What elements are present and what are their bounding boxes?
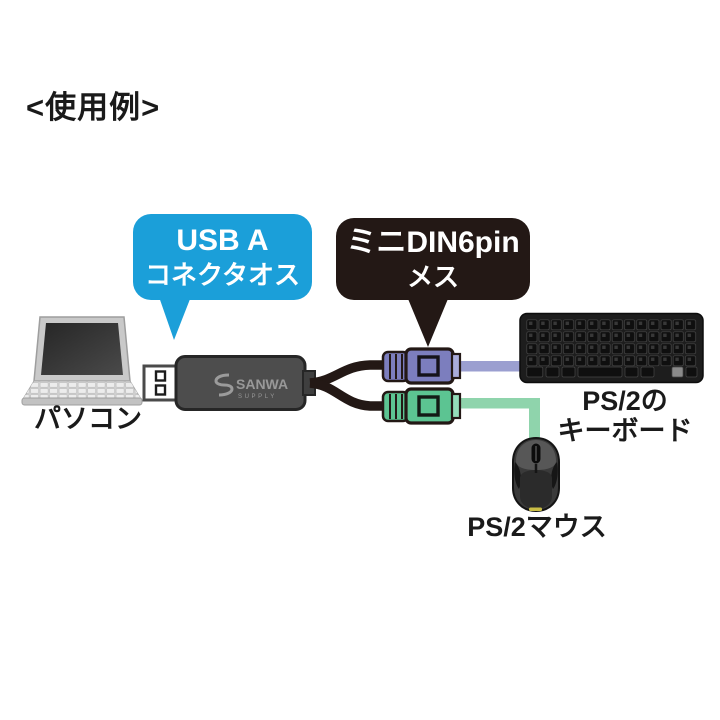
page-title: <使用例> [26,90,161,125]
mini-din-callout-line2: メス [406,262,459,292]
keyboard-cable [456,361,526,372]
usb-a-callout: USB A コネクタオス [133,214,312,300]
sanwa-brand-logo: SANWA SUPPLY [214,373,288,400]
keyboard-connector-icon [381,347,462,385]
keyboard-label-line2: キーボード [557,416,693,446]
laptop-base [21,380,143,406]
mouse-cable [456,398,540,442]
mouse-connector-icon [381,387,462,425]
split-cable-upper [309,360,388,388]
din-callout-tail [406,294,450,347]
mouse-icon [512,436,560,513]
keyboard-icon [519,312,704,384]
mouse-label: PS/2マウス [467,512,607,542]
laptop-screen [33,316,131,382]
usb-a-callout-line2: コネクタオス [145,260,300,290]
pc-label: パソコン [34,404,142,434]
split-cable-lower [309,378,388,411]
svg-text:SUPPLY: SUPPLY [238,394,277,400]
keyboard-label: PS/2の キーボード [543,386,707,446]
laptop-icon [21,316,143,406]
svg-text:SANWA: SANWA [236,376,288,392]
usb-callout-tail [158,294,192,340]
usb-a-callout-line1: USB A [176,224,269,257]
mini-din-callout: ミニDIN6pin メス [336,218,530,300]
mini-din-callout-line1: ミニDIN6pin [346,226,520,259]
keyboard-label-line1: PS/2の [582,386,668,416]
usb-adapter-icon: SANWA SUPPLY [142,347,540,442]
